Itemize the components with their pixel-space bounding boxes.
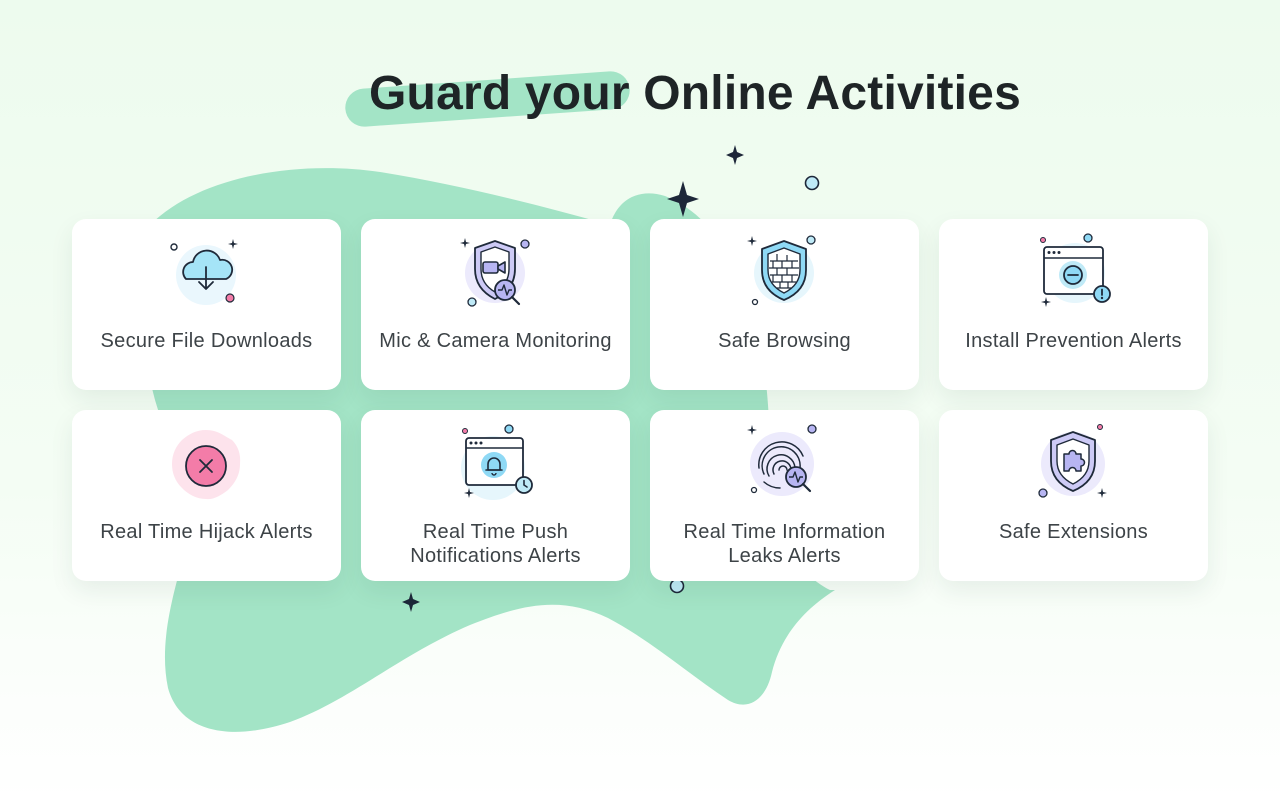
sparkle-small xyxy=(726,145,744,165)
browser-bell-icon xyxy=(455,424,535,504)
feature-card-safe-browsing[interactable]: Safe Browsing xyxy=(650,219,919,390)
shield-puzzle-icon xyxy=(1033,424,1113,504)
feature-card-real-time-hijack-alerts[interactable]: Real Time Hijack Alerts xyxy=(72,410,341,581)
sparkle-decorations xyxy=(402,145,744,612)
feature-label: Mic & Camera Monitoring xyxy=(379,330,612,352)
feature-label: Safe Browsing xyxy=(718,330,851,352)
sparkle-large xyxy=(667,181,699,217)
feature-card-real-time-push-notifications-alerts[interactable]: Real Time Push Notifications Alerts xyxy=(361,410,630,581)
feature-card-install-prevention-alerts[interactable]: Install Prevention Alerts xyxy=(939,219,1208,390)
cloud-download-icon xyxy=(166,233,246,313)
feature-grid: Secure File Downloads Mic & Camera Monit… xyxy=(72,219,1208,581)
sparkle-bottom xyxy=(402,592,420,612)
close-circle-icon xyxy=(166,424,246,504)
feature-card-mic-camera-monitoring[interactable]: Mic & Camera Monitoring xyxy=(361,219,630,390)
shield-camera-icon xyxy=(455,233,535,313)
page-title: Guard your Online Activities xyxy=(369,67,1021,120)
feature-card-real-time-information-leaks-alerts[interactable]: Real Time Information Leaks Alerts xyxy=(650,410,919,581)
browser-block-icon xyxy=(1033,233,1113,313)
feature-label: Install Prevention Alerts xyxy=(965,330,1182,352)
feature-card-safe-extensions[interactable]: Safe Extensions xyxy=(939,410,1208,581)
feature-label: Safe Extensions xyxy=(998,521,1149,543)
fingerprint-scan-icon xyxy=(744,424,824,504)
dot-decoration xyxy=(804,175,820,191)
feature-label: Real Time Push Notifications Alerts xyxy=(410,521,581,567)
feature-label: Real Time Information Leaks Alerts xyxy=(683,521,886,567)
shield-firewall-icon xyxy=(744,233,824,313)
dot-decoration xyxy=(669,578,685,594)
feature-label: Secure File Downloads xyxy=(100,330,313,352)
feature-card-secure-file-downloads[interactable]: Secure File Downloads xyxy=(72,219,341,390)
feature-label: Real Time Hijack Alerts xyxy=(100,521,313,543)
